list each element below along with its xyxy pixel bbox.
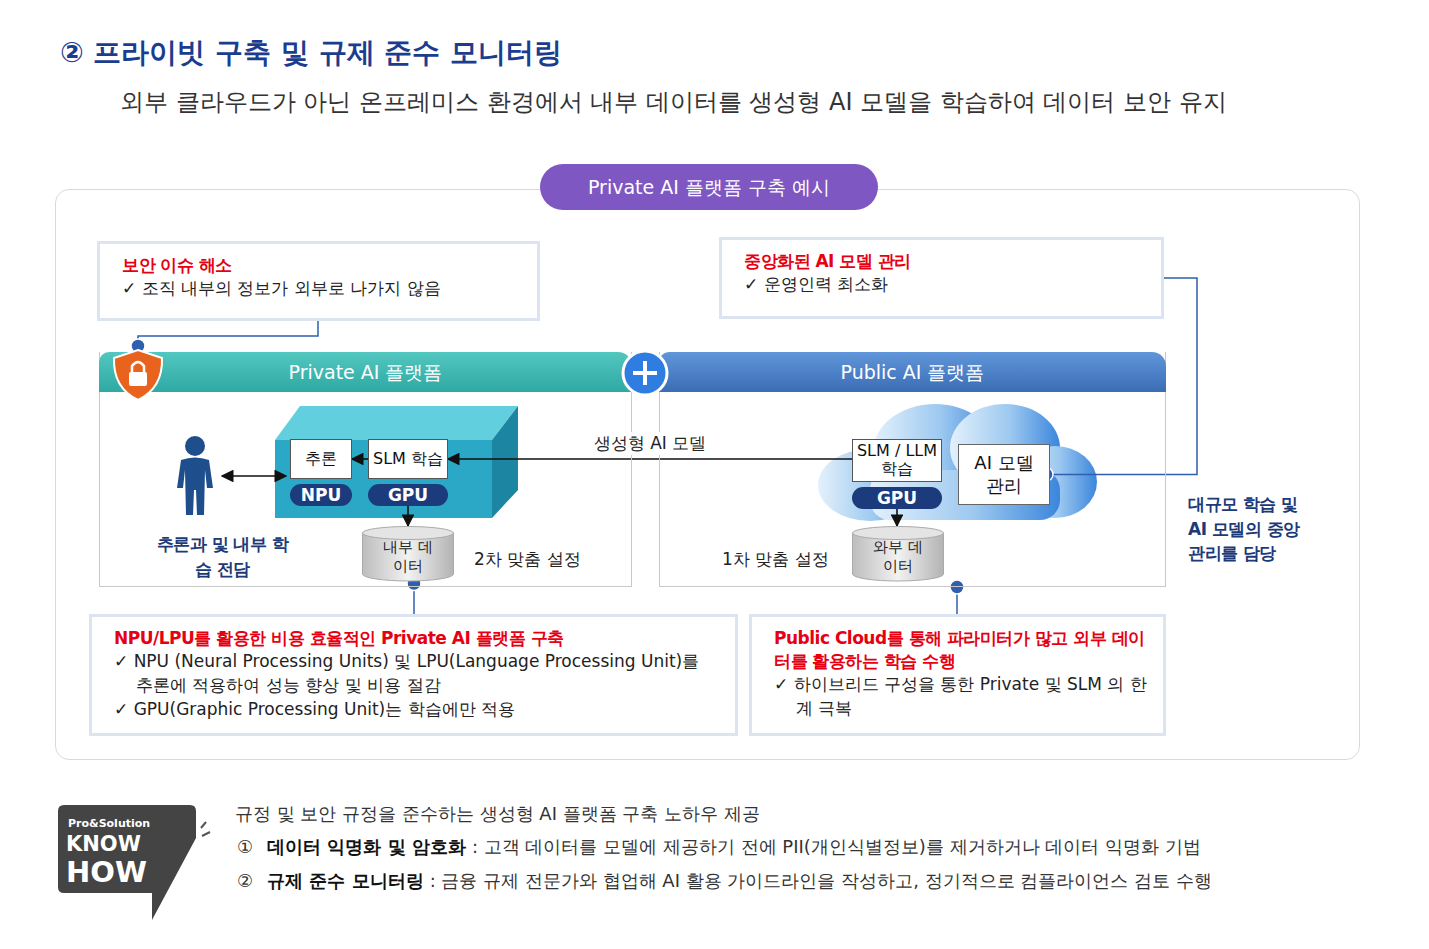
box-label: SLM 학습	[368, 439, 448, 479]
badge-tick	[201, 822, 206, 828]
badge-text: Pro&Solution	[68, 817, 188, 830]
knowhow-row: ① 데이터 익명화 및 암호화 : 고객 데이터를 모델에 제공하기 전에 PII(…	[237, 835, 1201, 859]
stage-note: 1차 맞춤 설정	[722, 548, 847, 571]
callout-heading: Public Cloud를 통해 파라미터가 많고 외부 데이터를 활용하는 학…	[774, 627, 1149, 673]
shield	[114, 350, 162, 400]
knowhow-row: ② 규제 준수 모니터링 : 금융 규제 전문가와 협업해 AI 활용 가이드라인을…	[237, 869, 1212, 893]
connector	[896, 509, 898, 526]
lock-shield-icon	[114, 350, 162, 400]
callout-box: 중앙화된 AI 모델 관리✓ 운영인력 최소화	[719, 237, 1164, 319]
lock-body	[129, 372, 147, 386]
badge-text: HOW	[66, 855, 176, 889]
cloud-illustration	[818, 404, 1097, 521]
callout-heading: 중앙화된 AI 모델 관리	[744, 250, 1147, 273]
chip-badge: GPU	[852, 487, 942, 509]
connector	[407, 506, 409, 526]
process-box: SLM / LLM학습 GPU	[852, 439, 942, 509]
user-arrow	[222, 475, 286, 477]
connector-dot	[131, 339, 145, 353]
knowhow-item: 규제 준수 모니터링	[267, 870, 424, 891]
plus-circle	[623, 351, 667, 395]
box-label: 추론	[290, 439, 352, 479]
knowhow-text: : 금융 규제 전문가와 협업해 AI 활용 가이드라인을 작성하고, 정기적으…	[430, 870, 1212, 891]
box-label: SLM / LLM학습	[852, 439, 942, 482]
connector	[448, 458, 852, 460]
cube-top	[275, 406, 518, 440]
diagram-title: ② 프라이빗 구축 및 규제 준수 모니터링	[60, 34, 562, 72]
cube-front	[275, 440, 492, 518]
plus-bar	[633, 371, 657, 375]
subtitle: 외부 클라우드가 아닌 온프레미스 환경에서 내부 데이터를 생성형 AI 모델…	[120, 86, 1410, 118]
connector-dot	[950, 580, 964, 594]
knowhow-item: 데이터 익명화 및 암호화	[267, 836, 466, 857]
bullet-text: ✓ 운영인력 최소화	[744, 273, 1147, 297]
platform-heading: Private AI 플랫폼	[99, 352, 632, 392]
list-number: ①	[237, 836, 253, 857]
callout-box: Public Cloud를 통해 파라미터가 많고 외부 데이터를 활용하는 학…	[749, 614, 1166, 736]
cube-illustration	[275, 406, 518, 518]
bullet-text: ✓ 하이브리드 구성을 통한 Private 및 SLM 의 한계 극복	[774, 673, 1149, 721]
stage-note: 2차 맞춤 설정	[474, 548, 614, 571]
role-note: 추론과 및 내부 학습 전담	[155, 532, 290, 581]
edge-label: 생성형 AI 모델	[590, 432, 710, 455]
process-box: SLM 학습 GPU	[368, 439, 448, 506]
knowhow-badge	[58, 805, 210, 920]
bullet-text: ✓ GPU(Graphic Processing Unit)는 학습에만 적용	[114, 698, 721, 722]
process-box: 추론 NPU	[290, 439, 352, 506]
badge-tick	[202, 832, 210, 836]
panel-heading: Private AI 플랫폼 구축 예시	[540, 164, 878, 210]
platform-heading: Public AI 플랫폼	[659, 352, 1166, 392]
person-icon	[177, 436, 213, 515]
person-head	[185, 436, 205, 456]
plus-bar	[643, 361, 647, 385]
database-cylinder: 와부 데이터	[852, 526, 944, 582]
connector	[138, 321, 318, 352]
callout-heading: NPU/LPU를 활용한 비용 효율적인 Private AI 플랫폼 구축	[114, 627, 721, 650]
bullet-text: ✓ 조직 내부의 정보가 외부로 나가지 않음	[122, 277, 523, 301]
example-panel: Private AI 플랫폼 구축 예시보안 이슈 해소✓ 조직 내부의 정보가…	[55, 189, 1360, 760]
callout-box: 보안 이슈 해소✓ 조직 내부의 정보가 외부로 나가지 않음	[97, 241, 540, 321]
process-box: AI 모델 관리	[958, 444, 1050, 505]
box-label: AI 모델 관리	[958, 444, 1050, 505]
data-label: 내부 데이터	[362, 526, 454, 582]
cylinder-top	[363, 527, 454, 540]
bullet-text: ✓ NPU (Neural Processing Units) 및 LPU(La…	[114, 650, 721, 698]
chip-badge: NPU	[290, 484, 352, 506]
role-note: 대규모 학습 및 AI 모델의 중앙 관리를 담당	[1188, 492, 1318, 566]
lock-shackle	[132, 362, 144, 372]
badge-text: KNOW	[66, 832, 176, 856]
callout-box: NPU/LPU를 활용한 비용 효율적인 Private AI 플랫폼 구축✓ …	[89, 614, 738, 736]
knowhow-intro: 규정 및 보안 규정을 준수하는 생성형 AI 플랫폼 구축 노하우 제공	[235, 802, 1385, 826]
callout-heading: 보안 이슈 해소	[122, 254, 523, 277]
database-cylinder: 내부 데이터	[362, 526, 454, 582]
cube-side	[492, 406, 518, 518]
plus-icon	[623, 351, 667, 395]
connector	[352, 458, 368, 460]
person-body	[177, 458, 213, 516]
list-number: ②	[237, 870, 253, 891]
cylinder-top	[853, 527, 944, 540]
chip-badge: GPU	[368, 484, 448, 506]
knowhow-text: : 고객 데이터를 모델에 제공하기 전에 PII(개인식별정보)를 제거하거나…	[472, 836, 1201, 857]
badge-shape	[58, 805, 196, 920]
data-label: 와부 데이터	[852, 526, 944, 582]
